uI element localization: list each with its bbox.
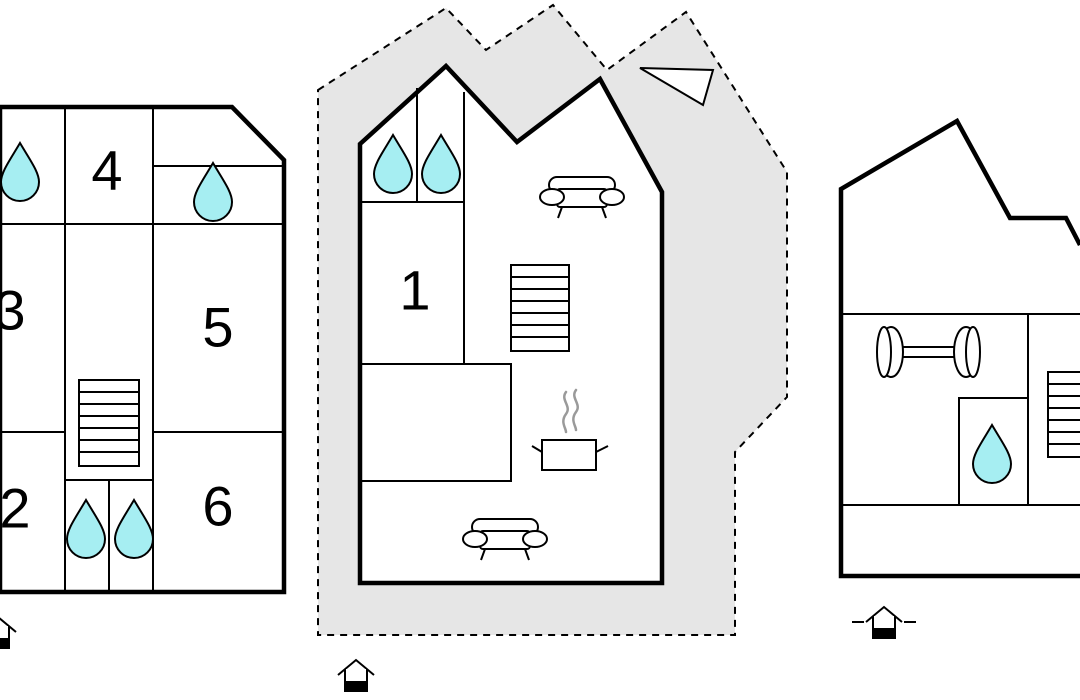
stairs-icon — [78, 379, 140, 467]
water-drop-icon — [66, 499, 106, 559]
dumbbell-icon — [876, 326, 981, 378]
right-house-outline — [838, 117, 1080, 579]
room-number-4: 4 — [91, 139, 122, 202]
stairs-icon — [510, 264, 570, 352]
water-drop-icon — [114, 499, 154, 559]
water-drop-icon — [0, 142, 40, 202]
room-number-2: 2 — [0, 477, 31, 540]
right-house — [838, 117, 1080, 639]
entrance-icon — [337, 659, 375, 692]
middle-house: 1 — [317, 3, 788, 692]
water-drop-icon — [972, 424, 1012, 484]
left-house-outline — [0, 104, 287, 595]
left-house: 4 3 5 2 6 — [0, 104, 287, 649]
water-drop-icon — [193, 162, 233, 222]
room-number-1: 1 — [399, 259, 430, 322]
cooking-pot-icon — [531, 388, 609, 471]
middle-room-box — [359, 363, 512, 482]
entrance-icon — [0, 616, 17, 649]
room-number-6: 6 — [202, 475, 233, 538]
room-number-3: 3 — [0, 279, 26, 342]
room-number-5: 5 — [202, 296, 233, 359]
stairs-icon — [1047, 371, 1080, 458]
entrance-icon — [852, 606, 916, 639]
compass-arrow-icon — [639, 67, 715, 107]
right-room-box — [958, 397, 1029, 506]
